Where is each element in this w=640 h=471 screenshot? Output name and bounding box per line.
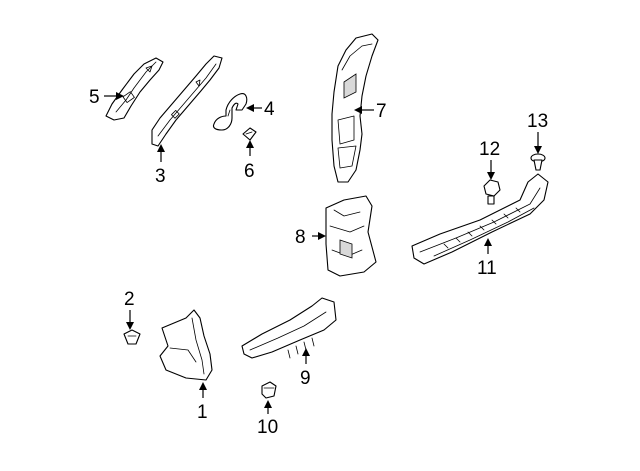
- part-12-bolt[interactable]: [483, 179, 501, 205]
- part-13-push-pin[interactable]: [530, 153, 546, 171]
- callout-6: 6: [244, 161, 255, 182]
- part-4-assist-handle[interactable]: [212, 93, 248, 131]
- part-9-scuff-plate[interactable]: [241, 297, 337, 359]
- callout-9: 9: [300, 368, 311, 389]
- callout-leaders: [104, 92, 542, 414]
- callout-2: 2: [124, 289, 135, 310]
- part-2-clip[interactable]: [123, 329, 141, 345]
- callout-13: 13: [527, 111, 548, 132]
- part-6-clip[interactable]: [242, 127, 257, 141]
- callout-8: 8: [295, 227, 306, 248]
- callout-5: 5: [89, 87, 100, 108]
- part-1-kick-panel[interactable]: [159, 309, 213, 381]
- callout-7: 7: [376, 101, 387, 122]
- callout-12: 12: [479, 139, 500, 160]
- part-7-b-pillar-upper[interactable]: [331, 33, 379, 183]
- callout-11: 11: [477, 258, 497, 279]
- part-5-bracket[interactable]: [105, 57, 164, 121]
- part-3-a-pillar-trim[interactable]: [151, 55, 223, 147]
- callout-1: 1: [197, 402, 208, 423]
- callout-3: 3: [155, 166, 166, 187]
- part-8-b-pillar-lower[interactable]: [325, 195, 377, 277]
- callout-labels: 5 3 4 6 7 8 12 13 11 2 1 9 10: [89, 87, 548, 438]
- callout-10: 10: [257, 417, 278, 438]
- part-11-running-board[interactable]: [411, 173, 549, 265]
- callout-4: 4: [264, 99, 275, 120]
- part-10-clip[interactable]: [261, 381, 277, 399]
